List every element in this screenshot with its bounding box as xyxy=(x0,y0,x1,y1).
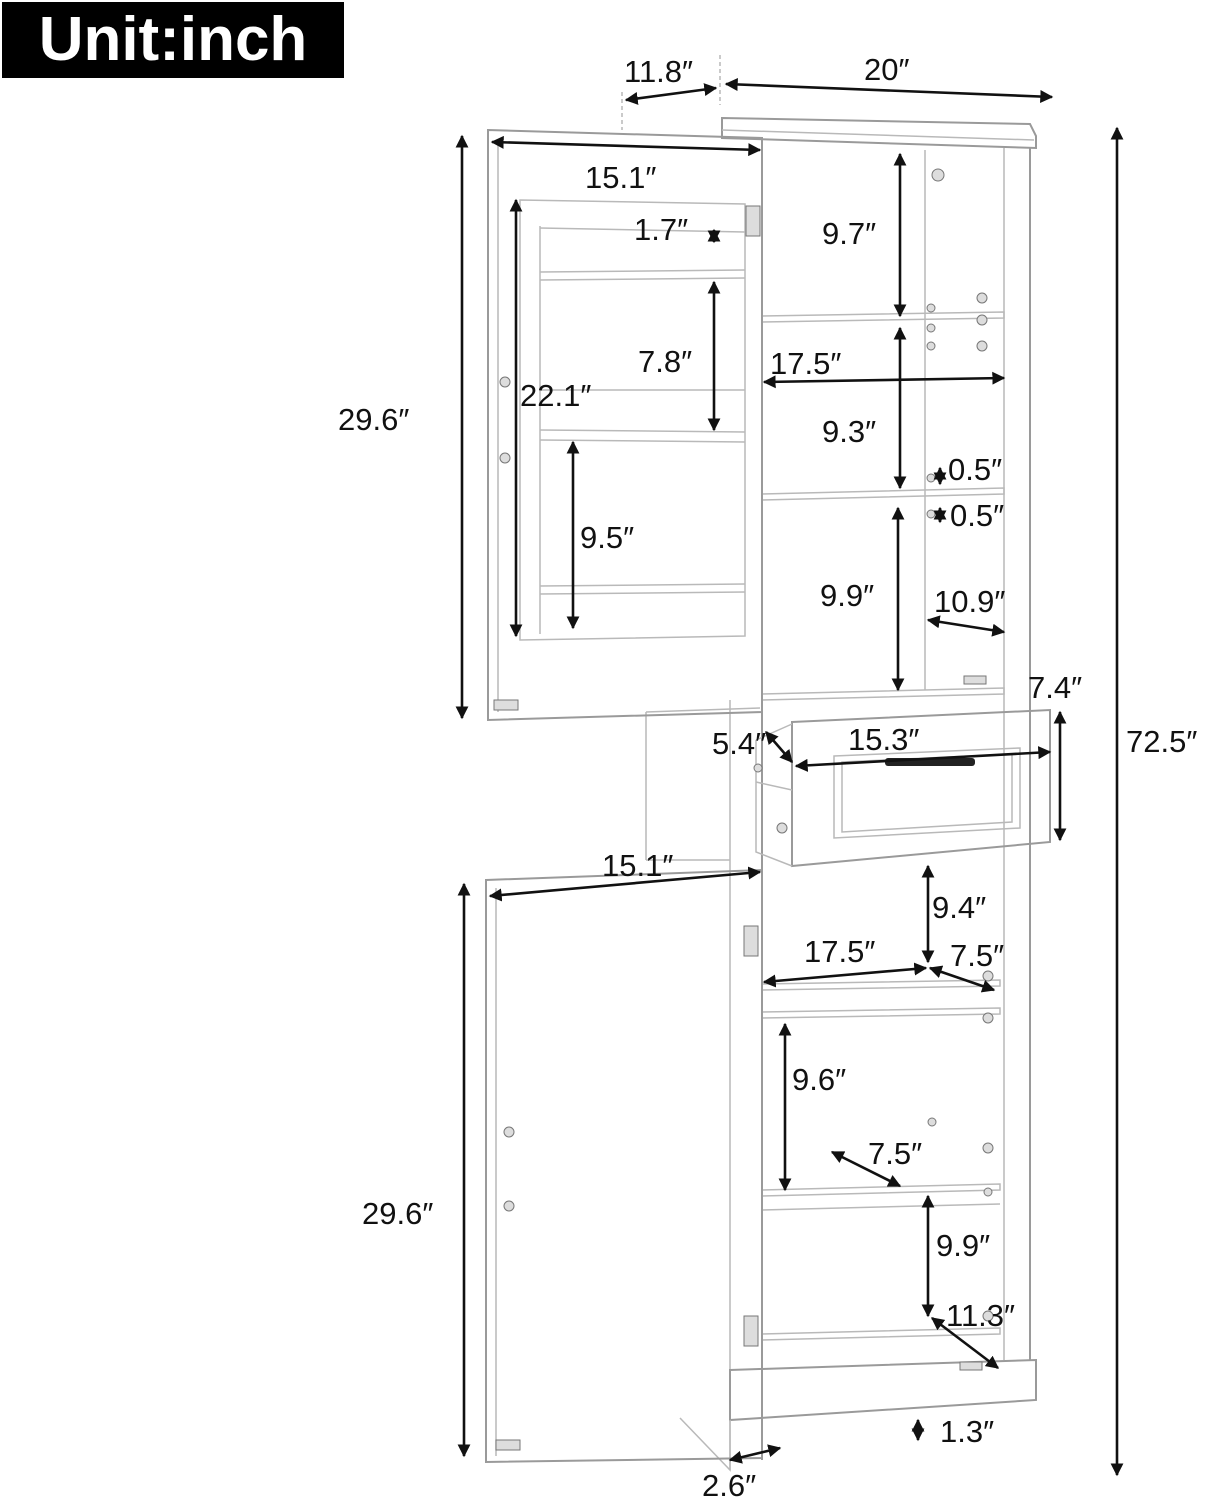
dim-upper-space-bottom: 9.9″ xyxy=(820,578,874,613)
hardware xyxy=(493,168,994,1451)
dim-upper-space-mid: 9.3″ xyxy=(822,414,876,449)
dim-overall-height: 72.5″ xyxy=(1126,724,1197,759)
dimension-labels: 11.8″ 20″ 72.5″ 15.1″ 29.6″ 22.1″ 1.7″ 7… xyxy=(338,52,1197,1500)
dim-door-rack-height: 22.1″ xyxy=(520,378,591,413)
dim-lower-shelf-depth-2: 7.5″ xyxy=(868,1136,922,1171)
dim-lower-space-top: 9.4″ xyxy=(932,890,986,925)
dim-toe-kick: 2.6″ xyxy=(702,1468,756,1500)
dim-top-depth: 11.8″ xyxy=(624,54,693,89)
dim-door-rack-gap-top: 1.7″ xyxy=(634,212,688,247)
dim-lower-space-mid: 9.6″ xyxy=(792,1062,846,1097)
dim-shelf-thickness-2: 0.5″ xyxy=(950,498,1004,533)
dim-drawer-width: 15.3″ xyxy=(848,722,919,757)
unit-label: Unit:inch xyxy=(2,2,344,78)
dim-upper-door-height: 29.6″ xyxy=(338,402,409,437)
dim-shelf-thickness-1: 0.5″ xyxy=(948,452,1002,487)
dim-upper-space-top: 9.7″ xyxy=(822,216,876,251)
dim-base-height: 1.3″ xyxy=(940,1414,994,1449)
dim-upper-inner-width: 17.5″ xyxy=(770,346,841,381)
dim-top-width: 20″ xyxy=(864,52,909,87)
cabinet-outline xyxy=(485,116,1051,1472)
dim-drawer-depth: 5.4″ xyxy=(712,726,766,761)
dim-door-rack-gap-mid: 7.8″ xyxy=(638,344,692,379)
dim-lower-door-height: 29.6″ xyxy=(362,1196,433,1231)
dim-upper-door-width: 15.1″ xyxy=(585,160,656,195)
dim-upper-inner-depth: 10.9″ xyxy=(934,584,1005,619)
dim-lower-inner-width: 17.5″ xyxy=(804,934,875,969)
dim-door-rack-gap-bottom: 9.5″ xyxy=(580,520,634,555)
dim-lower-door-width: 15.1″ xyxy=(602,848,673,883)
dim-lower-space-bottom: 9.9″ xyxy=(936,1228,990,1263)
dim-drawer-height: 7.4″ xyxy=(1028,670,1082,705)
dim-lower-shelf-depth-1: 7.5″ xyxy=(950,938,1004,973)
dimension-arrows xyxy=(455,55,1124,1477)
dim-lower-inner-depth: 11.3″ xyxy=(946,1298,1015,1333)
